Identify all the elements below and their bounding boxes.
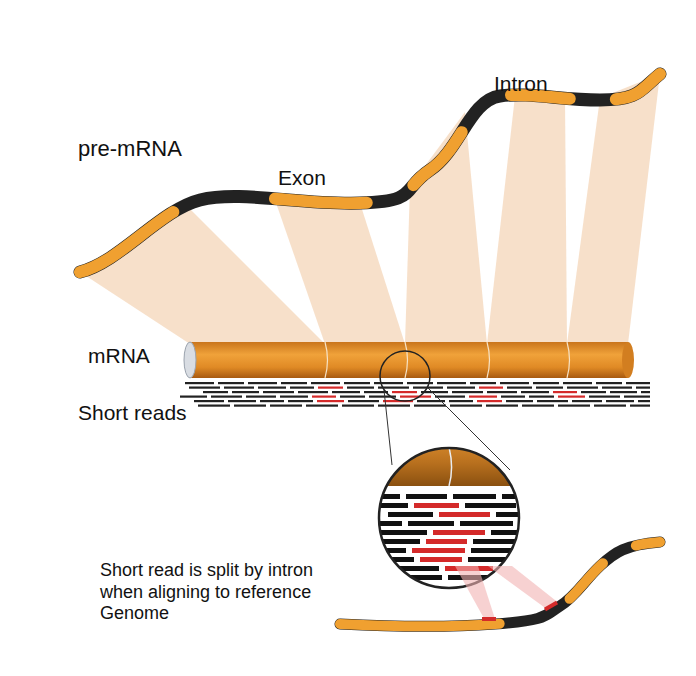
- mrna-cylinder: [184, 342, 634, 378]
- genome-exons: [340, 542, 660, 626]
- pre-mrna-strand: [80, 74, 660, 272]
- part-label: Intron: [494, 71, 548, 96]
- short-reads: [180, 382, 650, 407]
- exon-projection: [80, 74, 660, 344]
- exon-segments: [80, 74, 660, 272]
- part-label: pre-mRNA: [78, 136, 182, 162]
- zoom-callout: [352, 351, 579, 600]
- part-label: mRNA: [88, 343, 150, 368]
- part-label: Exon: [278, 165, 326, 190]
- reference-genome: [340, 542, 660, 626]
- split-read-pieces: [482, 601, 558, 621]
- caption-note: Short read is split by intron when align…: [100, 560, 340, 625]
- part-label: Short reads: [78, 400, 187, 425]
